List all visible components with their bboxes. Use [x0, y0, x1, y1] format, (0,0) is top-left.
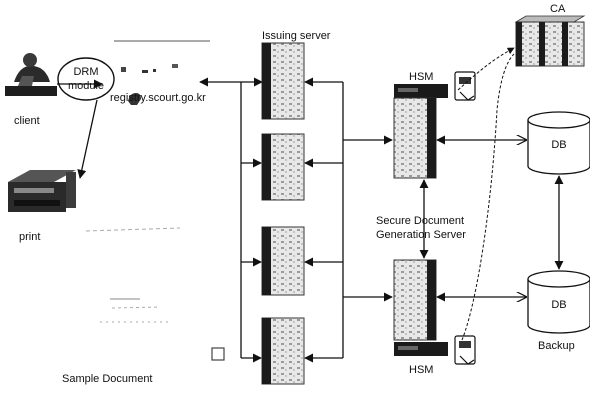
backup-label: Backup: [538, 340, 575, 352]
client-person-icon: [5, 53, 57, 96]
sample-document-thumbnail: [86, 228, 224, 360]
drm-label-line1: DRM: [73, 66, 98, 78]
drm-to-print-arrow: [80, 100, 97, 178]
secure-server-label-line1: Secure Document: [376, 215, 464, 227]
printer-icon: [8, 170, 76, 212]
db-bottom-label: DB: [551, 299, 566, 311]
hsm-top-label: HSM: [409, 71, 433, 83]
drm-module: DRM module: [58, 58, 114, 100]
drm-label-line2: module: [68, 80, 104, 92]
issuing-server-4: [262, 318, 304, 384]
secure-generation-server-bottom: [394, 260, 436, 340]
sample-document-label: Sample Document: [62, 373, 153, 385]
client-label: client: [14, 115, 40, 127]
issuing-server-2: [262, 134, 304, 200]
hsm-bottom-label: HSM: [409, 364, 433, 376]
smartcard-reader-top-icon: [455, 72, 475, 100]
ca-label: CA: [550, 3, 566, 15]
secure-generation-server-top: [394, 98, 436, 178]
smartcard-reader-bottom-icon: [455, 336, 475, 364]
hsm-bottom-device: [394, 342, 448, 356]
print-label: print: [19, 231, 40, 243]
issuing-server-label: Issuing server: [262, 30, 331, 42]
registry-label: registry.scourt.go.kr: [110, 92, 206, 104]
ca-servers-icon: [516, 16, 584, 66]
hsm-top-device: [394, 84, 448, 98]
db-top-label: DB: [551, 139, 566, 151]
issuing-server-1: [262, 43, 304, 119]
secure-server-label-line2: Generation Server: [376, 229, 466, 241]
issuing-server-3: [262, 227, 304, 295]
